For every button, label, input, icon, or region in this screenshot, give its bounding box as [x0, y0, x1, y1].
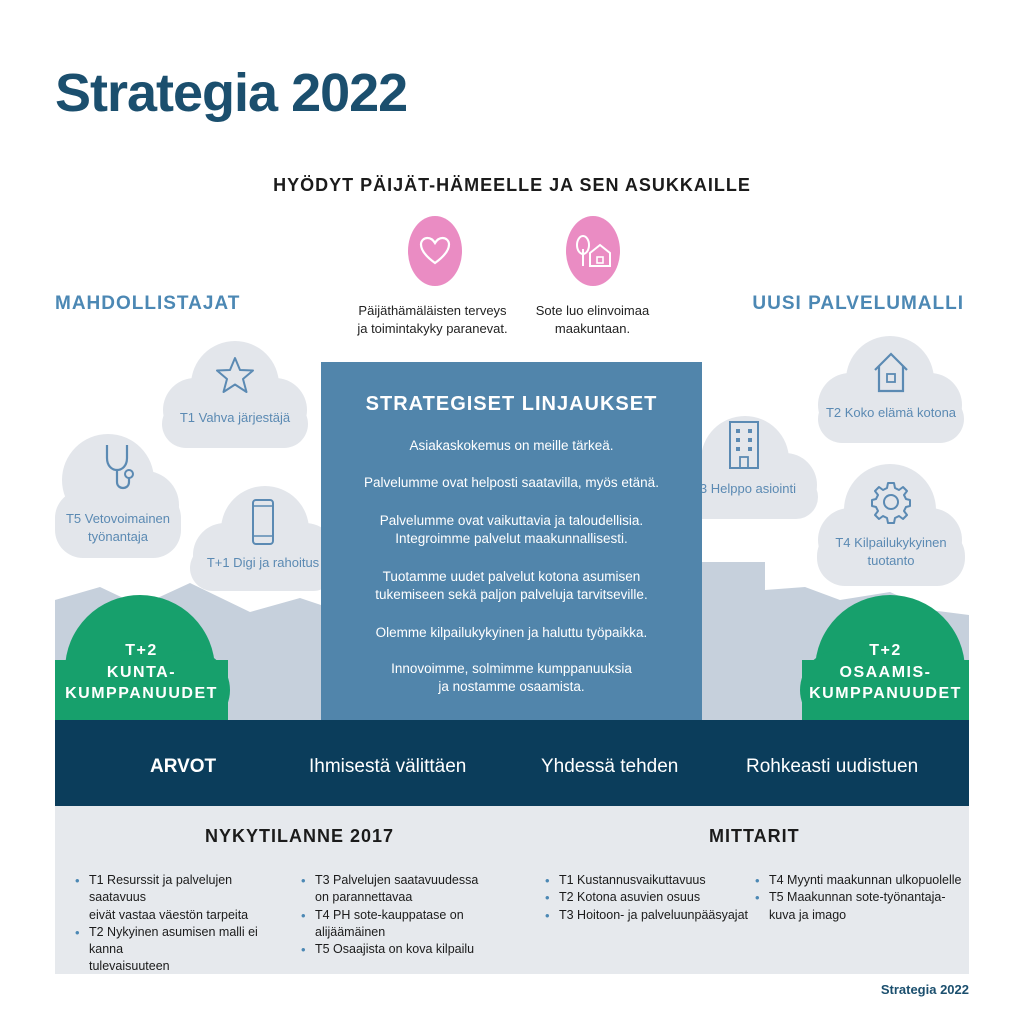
cloud-t4-label: T4 Kilpailukykyinen tuotanto	[817, 534, 965, 569]
benefit-2-line2: maakuntaan.	[554, 320, 631, 336]
values-bar	[55, 720, 969, 806]
cloud-t1-content: T1 Vahva järjestäjä	[162, 355, 308, 427]
guideline-6-line1: Innovoimme, solmimme kumppanuuksia	[391, 661, 632, 676]
list-item: T3 Hoitoon- ja palveluunpääsyajat	[545, 907, 755, 925]
cloud-t5-content: T5 Vetovoimainen työnantaja	[55, 442, 181, 545]
cloud-t2	[818, 336, 964, 443]
heart-icon	[408, 216, 462, 286]
left-bush-line3: KUMPPANUUDET	[65, 685, 218, 703]
benefit-1-line2: ja toimintakyky paranevat.	[357, 320, 508, 336]
metrics-heading: MITTARIT	[709, 826, 800, 846]
strategic-guidelines-heading: STRATEGISET LINJAUKSET	[365, 393, 658, 415]
strategic-guidelines-box	[321, 362, 702, 720]
list-item: T2 Nykyinen asumisen malli ei kannatulev…	[75, 924, 290, 976]
list-item: T5 Maakunnan sote-työnantaja-kuva ja ima…	[755, 889, 965, 924]
right-bush-label: T+2 OSAAMIS- KUMPPANUUDET	[802, 640, 969, 705]
cloud-t5-line2: työnantaja	[88, 528, 148, 544]
guideline-6: Innovoimme, solmimme kumppanuuksia ja no…	[321, 660, 702, 696]
metrics-col2-list: T4 Myynti maakunnan ulkopuolelle T5 Maak…	[755, 872, 965, 924]
guideline-3-line2: Integroimme palvelut maakunnallisesti.	[395, 531, 628, 547]
star-icon	[216, 357, 254, 393]
guideline-5: Olemme kilpailukykyinen ja haluttu työpa…	[375, 625, 648, 640]
right-bush	[800, 595, 969, 745]
cloud-t4	[817, 464, 965, 586]
tree-house-icon	[566, 216, 620, 286]
cloud-t3-label: T3 Helppo asiointi	[691, 481, 797, 496]
left-bush-line2: KUNTA-	[106, 663, 177, 681]
footer-label: Strategia 2022	[880, 982, 969, 997]
benefits-heading: HYÖDYT PÄIJÄT-HÄMEELLE JA SEN ASUKKAILLE	[273, 175, 751, 195]
smartphone-icon	[252, 499, 274, 545]
building-icon	[729, 421, 759, 469]
right-bush-line3: KUMPPANUUDET	[809, 685, 962, 703]
right-bush-line2: OSAAMIS-	[839, 663, 932, 681]
value-3: Rohkeasti uudistuen	[746, 756, 919, 777]
cloud-t3-content: T3 Helppo asiointi	[670, 420, 818, 498]
house-icon	[874, 352, 908, 393]
benefit-1-text: Päijäthämäläisten terveys ja toimintakyk…	[340, 302, 525, 337]
values-label: ARVOT	[150, 756, 217, 777]
guideline-4-line2: tukemiseen sekä paljon palveluja tarvits…	[375, 587, 648, 603]
cloud-digi-content: T+1 Digi ja rahoitus	[190, 498, 336, 572]
cloud-t4-line1: T4 Kilpailukykyinen	[835, 535, 947, 550]
guideline-3: Palvelumme ovat vaikuttavia ja taloudell…	[321, 512, 702, 548]
benefit-2-line1: Sote luo elinvoimaa	[535, 303, 650, 318]
cloud-t5	[55, 434, 181, 558]
cloud-t2-content: T2 Koko elämä kotona	[818, 350, 964, 422]
cloud-t5-line1: T5 Vetovoimainen	[65, 511, 171, 526]
guideline-1: Asiakaskokemus on meille tärkeä.	[409, 438, 614, 453]
metrics-col1-list: T1 Kustannusvaikuttavuus T2 Kotona asuvi…	[545, 872, 755, 925]
cloud-t5-label: T5 Vetovoimainen työnantaja	[55, 510, 181, 545]
left-bush-line1: T+2	[125, 642, 158, 659]
value-2: Yhdessä tehden	[541, 756, 679, 777]
list-item: T4 Myynti maakunnan ulkopuolelle	[755, 872, 965, 890]
gear-icon	[871, 482, 911, 524]
guideline-4-line1: Tuotamme uudet palvelut kotona asumisen	[382, 569, 641, 584]
guideline-2: Palvelumme ovat helposti saatavilla, myö…	[364, 475, 659, 490]
cloud-t4-line2: tuotanto	[867, 552, 915, 568]
list-item: T1 Resurssit ja palvelujen saatavuuseivä…	[75, 872, 290, 924]
value-1: Ihmisestä välittäen	[309, 756, 467, 777]
cloud-digi-label: T+1 Digi ja rahoitus	[206, 555, 320, 570]
cloud-t1-label: T1 Vahva järjestäjä	[179, 410, 291, 425]
guideline-4: Tuotamme uudet palvelut kotona asumisen …	[321, 568, 702, 604]
left-heading: MAHDOLLISTAJAT	[55, 293, 241, 314]
right-heading: UUSI PALVELUMALLI	[752, 293, 964, 314]
left-bush-label: T+2 KUNTA- KUMPPANUUDET	[55, 640, 228, 705]
page-title: Strategia 2022	[55, 63, 408, 123]
list-item: T1 Kustannusvaikuttavuus	[545, 872, 755, 890]
list-item: T2 Kotona asuvien osuus	[545, 889, 755, 907]
list-item: T5 Osaajista on kova kilpailu	[301, 941, 501, 959]
left-bush	[55, 595, 230, 745]
guideline-6-line2: ja nostamme osaamista.	[438, 679, 585, 695]
right-bush-line1: T+2	[869, 642, 902, 659]
current-state-heading: NYKYTILANNE 2017	[205, 826, 395, 846]
guideline-3-line1: Palvelumme ovat vaikuttavia ja taloudell…	[379, 513, 644, 528]
cloud-t4-content: T4 Kilpailukykyinen tuotanto	[817, 480, 965, 569]
current-col1-list: T1 Resurssit ja palvelujen saatavuuseivä…	[75, 872, 290, 976]
benefit-1-line1: Päijäthämäläisten terveys	[358, 303, 507, 318]
benefit-2-text: Sote luo elinvoimaa maakuntaan.	[500, 302, 685, 337]
cloud-t2-label: T2 Koko elämä kotona	[825, 405, 957, 420]
stethoscope-icon	[105, 445, 134, 490]
